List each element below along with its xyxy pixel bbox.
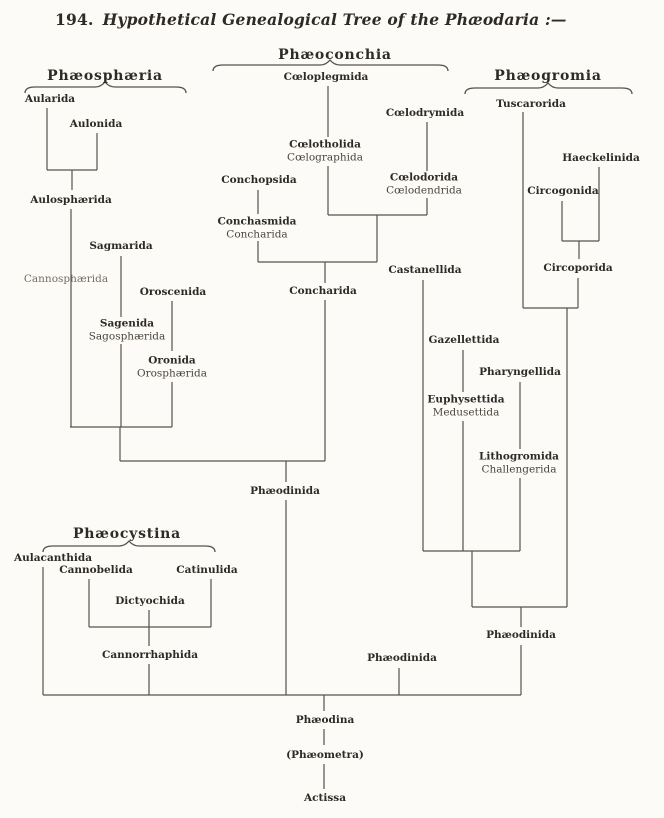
taxon-aularida: Aularida — [24, 92, 76, 105]
taxon-euphysettida: Euphysettida — [427, 393, 505, 406]
taxon-sagmarida: Sagmarida — [89, 239, 153, 252]
taxon-medusettida: Medusettida — [432, 406, 500, 418]
taxon-coelotholida-coelographida: Cœlotholida Cœlographida — [287, 139, 363, 164]
taxon-concharida: Concharida — [289, 284, 357, 297]
taxon-challengerida: Challengerida — [481, 463, 557, 475]
taxon-lithogromida: Lithogromida — [479, 450, 559, 463]
taxon-coeloplegmida: Cœloplegmida — [283, 70, 369, 83]
taxon-tuscarorida: Tuscarorida — [496, 97, 566, 110]
taxon-circogonida: Circogonida — [527, 184, 599, 197]
taxon-aulosphaerida: Aulosphærida — [30, 193, 112, 206]
taxon-haeckelinida: Haeckelinida — [562, 151, 640, 164]
taxon-phaeodinida-center: Phæodinida — [250, 484, 320, 497]
brace-phaeogromia — [464, 81, 633, 95]
taxon-cannobelida: Cannobelida — [59, 563, 133, 576]
taxon-actissa: Actissa — [303, 791, 347, 804]
taxon-orosphaerida: Orosphærida — [136, 367, 208, 379]
taxon-coelodorida: Cœlodorida — [389, 171, 459, 184]
taxon-conchasmida: Conchasmida — [217, 215, 297, 228]
taxon-oronida-orosphaerida: Oronida Orosphærida — [137, 355, 207, 380]
taxon-phaeodina: Phæodina — [295, 713, 355, 726]
taxon-concharida-syn: Concharida — [226, 228, 288, 240]
brace-phaeosphaeria — [24, 80, 187, 94]
taxon-coelotholida: Cœlotholida — [289, 138, 361, 151]
taxon-catinulida: Catinulida — [176, 563, 238, 576]
tree-connectors — [42, 86, 600, 789]
taxon-coelographida: Cœlographida — [287, 151, 363, 163]
group-header-phaeogromia: Phæogromia — [494, 68, 602, 84]
taxon-dictyochida: Dictyochida — [115, 594, 185, 607]
taxon-conchasmida-concharida: Conchasmida Concharida — [218, 216, 297, 241]
figure-title-text: Hypothetical Genealogical Tree of the Ph… — [102, 10, 567, 29]
figure-title: 194. Hypothetical Genealogical Tree of th… — [55, 10, 567, 29]
taxon-aulonida: Aulonida — [69, 117, 123, 130]
figure-number: 194. — [55, 10, 94, 29]
group-header-phaeoconchia: Phæoconchia — [278, 47, 392, 63]
brace-phaeoconchia — [212, 58, 449, 72]
taxon-cannorrhaphida: Cannorrhaphida — [101, 648, 199, 661]
taxon-cannosphaerida: Cannosphærida — [23, 272, 109, 285]
taxon-gazellettida: Gazellettida — [428, 333, 500, 346]
taxon-lithogromida-challengerida: Lithogromida Challengerida — [479, 451, 559, 476]
taxon-coelodendrida: Cœlodendrida — [386, 184, 462, 196]
taxon-castanellida: Castanellida — [388, 263, 462, 276]
group-header-phaeocystina: Phæocystina — [72, 526, 182, 542]
group-header-phaeosphaeria: Phæosphæria — [47, 68, 163, 84]
taxon-pharyngellida: Pharyngellida — [479, 365, 561, 378]
taxon-oroscenida: Oroscenida — [139, 285, 207, 298]
taxon-sagosphaerida: Sagosphærida — [88, 330, 166, 342]
taxon-aulacanthida: Aulacanthida — [13, 551, 93, 564]
taxon-phaeometra: (Phæometra) — [286, 748, 364, 761]
taxon-coelodorida-coelodendrida: Cœlodorida Cœlodendrida — [386, 172, 462, 197]
taxon-coelodrymida: Cœlodrymida — [385, 106, 465, 119]
taxon-oronida: Oronida — [148, 354, 196, 367]
taxon-sagenida-sagosphaerida: Sagenida Sagosphærida — [89, 318, 166, 343]
taxon-phaeodinida-left: Phæodinida — [367, 651, 437, 664]
taxon-conchopsida: Conchopsida — [221, 173, 297, 186]
taxon-circoporida: Circoporida — [543, 261, 613, 274]
taxon-phaeodinida-right: Phæodinida — [486, 628, 556, 641]
taxon-euphysettida-medusettida: Euphysettida Medusettida — [427, 394, 504, 419]
taxon-sagenida: Sagenida — [99, 317, 155, 330]
brace-phaeocystina — [42, 539, 216, 553]
